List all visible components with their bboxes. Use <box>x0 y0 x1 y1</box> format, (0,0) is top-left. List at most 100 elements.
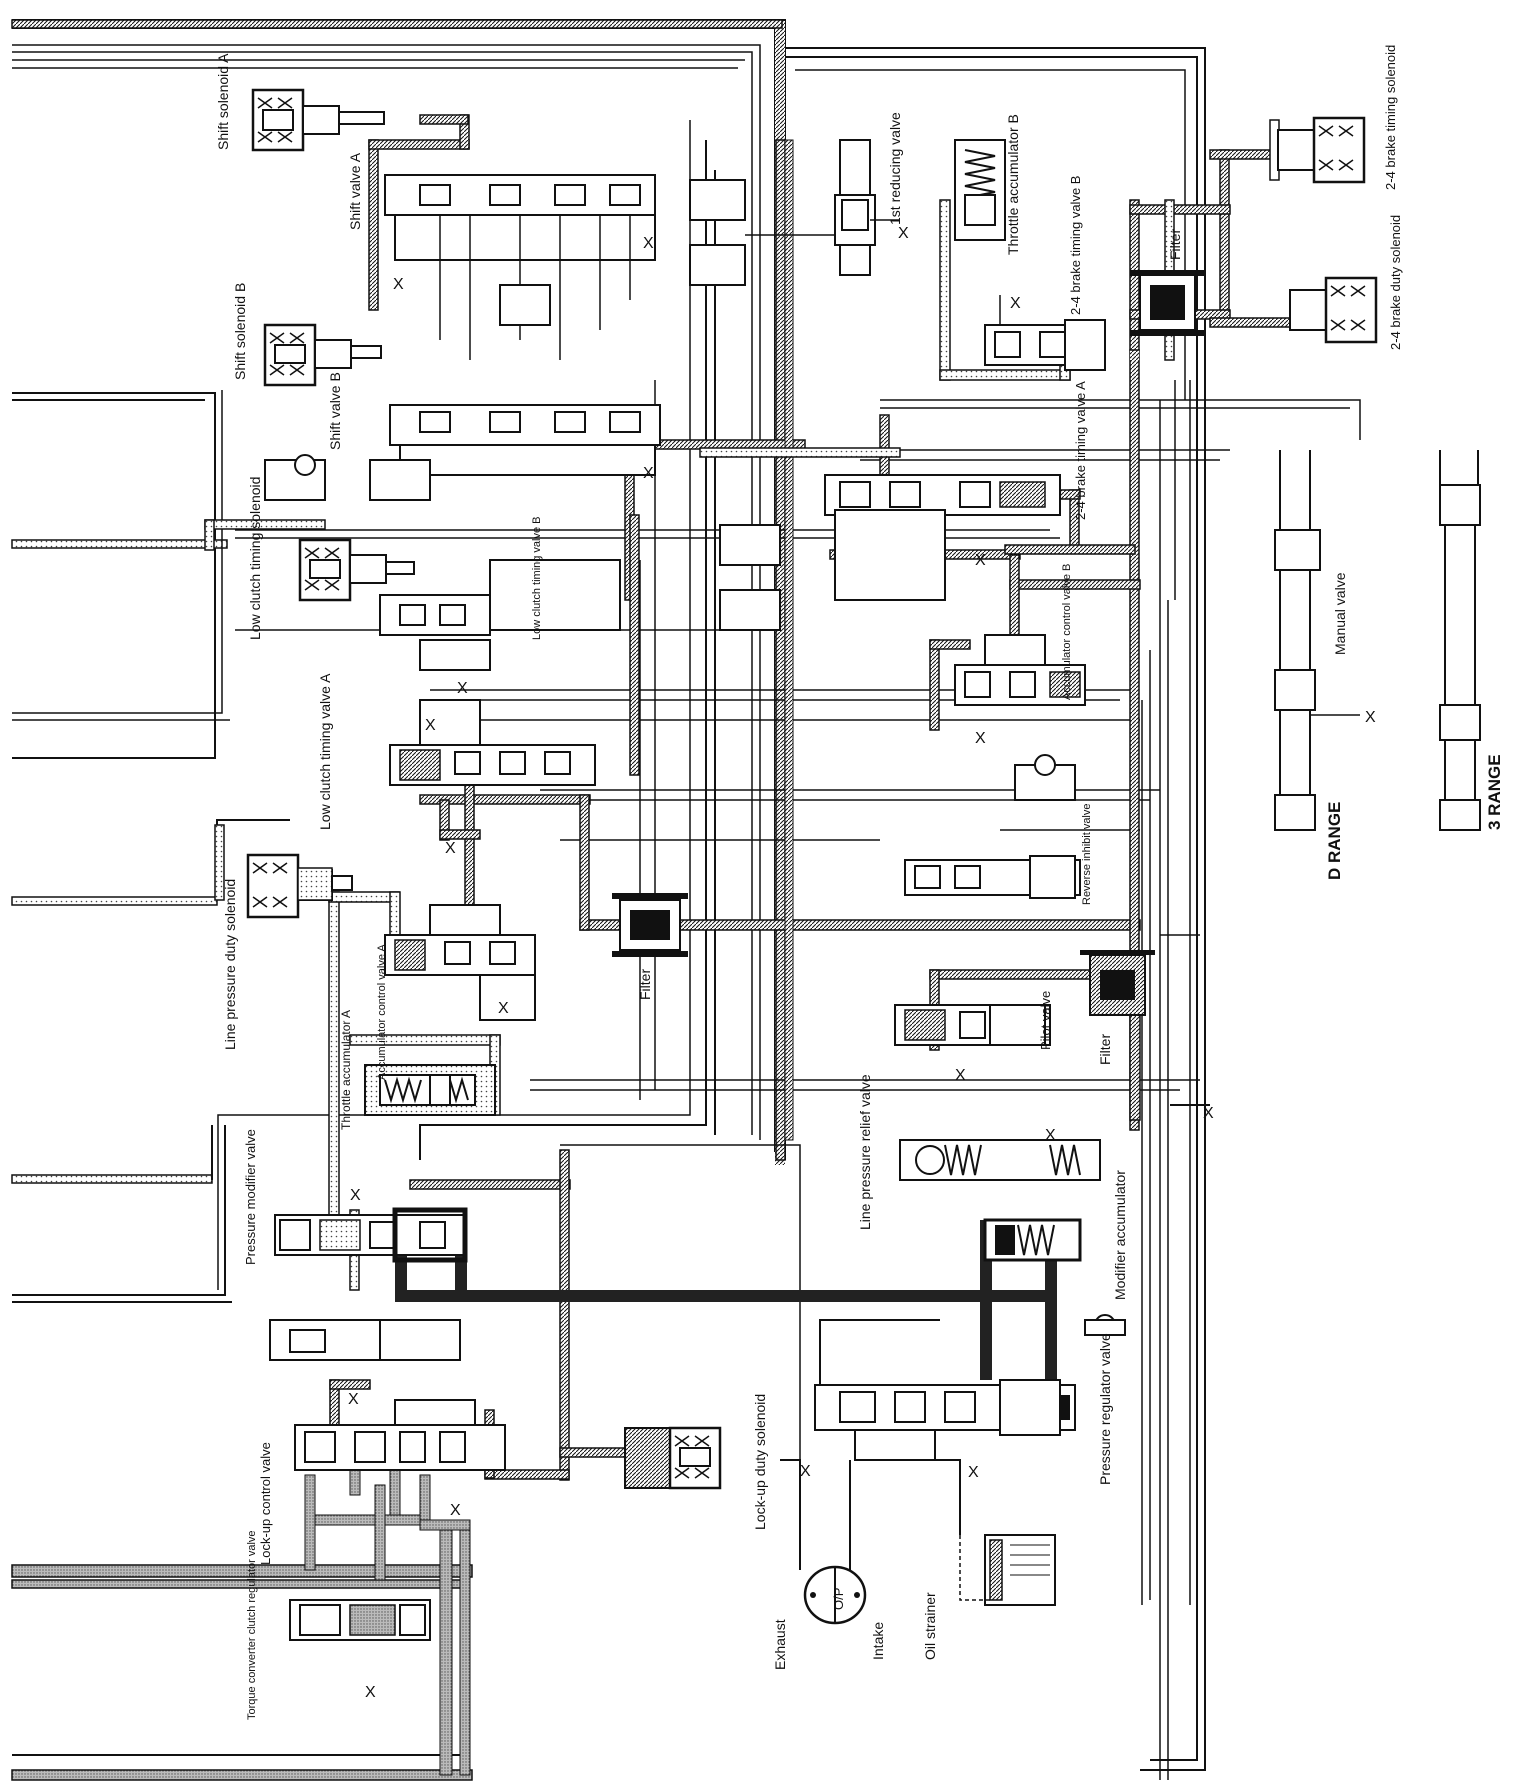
label-reverse-inhibit-valve: Reverse inhibit valve <box>1081 804 1093 906</box>
filter-top-body <box>1130 270 1205 336</box>
exhaust-marker: X <box>800 1463 811 1480</box>
label-3-range: 3 RANGE <box>1485 754 1504 830</box>
label-manual-valve: Manual valve <box>1332 572 1348 655</box>
label-lock-up-duty-solenoid: Lock-up duty solenoid <box>752 1394 768 1530</box>
filter-pilot-body <box>1080 950 1155 1016</box>
label-shift-valve-a: Shift valve A <box>347 152 363 230</box>
oil-strainer-body <box>959 1534 1056 1606</box>
labels: Shift solenoid A Shift valve A Shift sol… <box>215 45 1504 1720</box>
exhaust-marker: X <box>975 552 986 569</box>
throttle-accumulator-b-body <box>954 139 1006 241</box>
label-intake: Intake <box>870 1622 886 1660</box>
three-range-valve-body <box>1439 450 1481 831</box>
label-line-pressure-duty-solenoid: Line pressure duty solenoid <box>222 879 238 1050</box>
label-d-range: D RANGE <box>1325 802 1344 880</box>
label-throttle-accumulator-b: Throttle accumulator B <box>1005 114 1021 255</box>
modifier-accumulator-body <box>983 1218 1082 1262</box>
exhaust-marker: X <box>955 1067 966 1084</box>
exhaust-marker: X <box>1045 1127 1056 1144</box>
label-oil-strainer: Oil strainer <box>922 1592 938 1660</box>
label-2-4-brake-duty-solenoid: 2-4 brake duty solenoid <box>1388 215 1403 350</box>
label-throttle-accumulator-a: Throttle accumulator A <box>339 1010 353 1130</box>
dotted-passages <box>204 199 1175 1223</box>
label-filter-pilot: Filter <box>1097 1034 1113 1065</box>
label-pilot-valve: Pilot valve <box>1038 991 1053 1050</box>
label-shift-solenoid-a: Shift solenoid A <box>215 53 231 150</box>
label-lock-up-control-valve: Lock-up control valve <box>258 1442 273 1565</box>
label-shift-valve-b: Shift valve B <box>327 372 343 450</box>
exhaust-marker: X <box>968 1464 979 1481</box>
exhaust-marker: X <box>350 1187 361 1204</box>
label-torque-converter-clutch-regulator-valve: Torque converter clutch regulator valve <box>246 1530 258 1720</box>
label-low-clutch-timing-valve-a: Low clutch timing valve A <box>317 673 333 830</box>
solenoid-line-pressure-duty <box>246 853 353 919</box>
label-oil-pump: O/P <box>831 1588 846 1610</box>
label-1st-reducing-valve: 1st reducing valve <box>887 112 903 225</box>
low-clutch-timing-valve-a-body <box>389 699 596 786</box>
shift-valve-b-body <box>389 404 661 476</box>
label-2-4-brake-timing-valve-b: 2-4 brake timing valve B <box>1068 176 1083 315</box>
label-modifier-accumulator: Modifier accumulator <box>1112 1170 1128 1300</box>
label-accumulator-control-valve-a: Accumulator control valve A <box>376 944 388 1080</box>
lower-left-valve-body <box>269 1319 461 1361</box>
exhaust-marker: X <box>365 1684 376 1701</box>
exhaust-marker: X <box>975 730 986 747</box>
exhaust-marker: X <box>425 717 436 734</box>
line-pressure-relief-valve-body <box>899 1139 1101 1181</box>
label-filter-center: Filter <box>637 969 653 1000</box>
exhaust-marker: X <box>643 465 654 482</box>
exhaust-marker: X <box>348 1391 359 1408</box>
first-reducing-valve-body <box>745 139 900 276</box>
solenoid-2-4-brake-duty <box>1289 276 1378 344</box>
low-clutch-timing-valve-b-body <box>379 559 621 671</box>
exhaust-marker: X <box>1010 295 1021 312</box>
label-low-clutch-timing-solenoid: Low clutch timing solenoid <box>247 477 263 640</box>
exhaust-marker: X <box>498 1000 509 1017</box>
label-shift-solenoid-b: Shift solenoid B <box>232 283 248 380</box>
label-pressure-regulator-valve: Pressure regulator valve <box>1097 1333 1113 1485</box>
exhaust-marker: X <box>1365 709 1376 726</box>
accumulator-control-valve-b-body <box>954 634 1086 706</box>
brake-2-4-timing-valve-a-body <box>824 474 1061 601</box>
exhaust-marker: X <box>898 225 909 242</box>
exhaust-marker: X <box>450 1502 461 1519</box>
solenoid-2-4-brake-timing <box>1269 116 1366 184</box>
check-ball-regulator <box>1084 1314 1126 1336</box>
lock-up-control-valve-body <box>294 1399 506 1471</box>
exhaust-x-markers: X X X X X X X X X X X X X X X X X X X X … <box>348 225 1376 1701</box>
label-line-pressure-relief-valve: Line pressure relief valve <box>857 1074 873 1230</box>
label-2-4-brake-timing-valve-a: 2-4 brake timing valve A <box>1073 381 1088 520</box>
pressure-regulator-valve-body <box>814 1319 1076 1461</box>
filter-center-body <box>612 893 688 957</box>
torque-converter-regulator-valve-body <box>289 1599 431 1641</box>
label-2-4-brake-timing-solenoid: 2-4 brake timing solenoid <box>1383 45 1398 190</box>
exhaust-marker: X <box>445 840 456 857</box>
check-valve-mid <box>1014 754 1076 801</box>
pressure-modifier-valve-body <box>274 1207 468 1263</box>
vertical-trunks <box>217 120 1176 1780</box>
reverse-inhibit-valve-body <box>904 855 1081 899</box>
exhaust-marker: X <box>393 276 404 293</box>
label-filter-top: Filter <box>1167 229 1183 260</box>
throttle-accumulator-a-body <box>364 1064 496 1116</box>
label-pressure-modifier-valve: Pressure modifier valve <box>243 1129 258 1265</box>
shift-valve-checkballs <box>264 179 781 631</box>
label-accumulator-control-valve-b: Accumulator control valve B <box>1061 564 1073 700</box>
exhaust-marker: X <box>457 680 468 697</box>
oil-pump-body <box>780 1459 961 1625</box>
manual-valve-body <box>1274 450 1360 831</box>
horizontal-runs <box>235 380 1361 1605</box>
grey-passages <box>304 1454 471 1776</box>
exhaust-marker: X <box>643 235 654 252</box>
solenoid-low-clutch-timing <box>298 538 415 602</box>
accumulator-control-valve-a-body <box>384 904 536 1021</box>
brake-2-4-timing-valve-b-body <box>984 295 1106 371</box>
pilot-valve-body <box>894 1004 1051 1046</box>
label-exhaust: Exhaust <box>772 1619 788 1670</box>
solenoid-lock-up-duty <box>624 1426 722 1490</box>
exhaust-marker: X <box>1203 1105 1214 1122</box>
solenoid-shift-b <box>263 323 382 387</box>
solenoid-shift-a <box>251 88 385 152</box>
shift-valve-a-body <box>384 174 656 360</box>
